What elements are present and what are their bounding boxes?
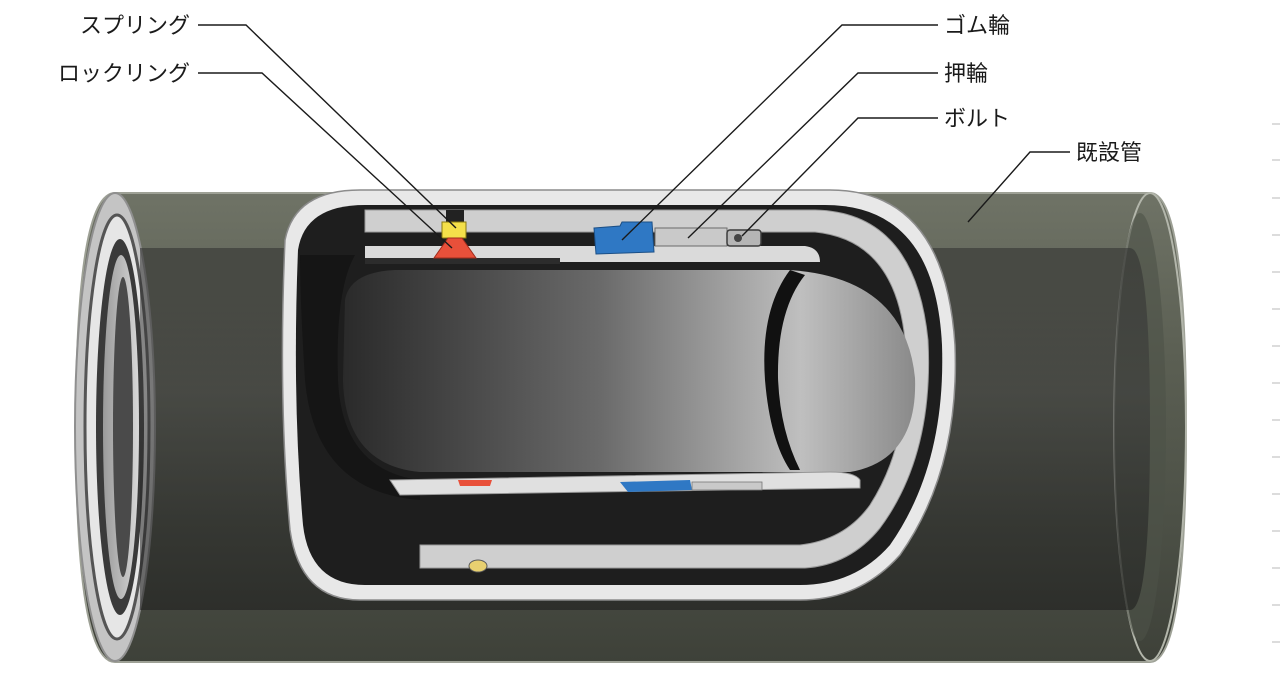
label-bolt: ボルト — [944, 107, 1010, 132]
label-rubber-ring: ゴム輪 — [944, 14, 1010, 39]
label-spring: スプリング — [80, 14, 190, 39]
label-existing-pipe: 既設管 — [1076, 141, 1142, 166]
lock-ring-lower — [458, 480, 492, 486]
push-ring-lower — [691, 481, 763, 491]
label-lock-ring: ロックリング — [58, 62, 190, 87]
lock-ring — [433, 237, 477, 259]
leader-bolt — [741, 117, 938, 237]
spring — [441, 221, 467, 239]
labels: スプリング ロックリング ゴム輪 押輪 ボルト 既設管 — [58, 14, 1142, 166]
leader-rubber-ring — [621, 24, 938, 241]
leader-spring — [198, 24, 457, 229]
leader-lines — [198, 24, 1070, 249]
edge-ticks — [1272, 123, 1280, 643]
bottom-nut — [468, 559, 488, 573]
spring-marker — [446, 210, 464, 222]
leader-push-ring — [687, 72, 938, 239]
cutaway-window — [281, 189, 957, 601]
leader-lock-ring — [198, 72, 453, 249]
label-push-ring: 押輪 — [944, 62, 988, 87]
leader-existing-pipe — [967, 151, 1070, 223]
bolt — [726, 229, 762, 247]
push-ring — [654, 227, 728, 247]
rubber-ring-lower — [620, 480, 692, 492]
